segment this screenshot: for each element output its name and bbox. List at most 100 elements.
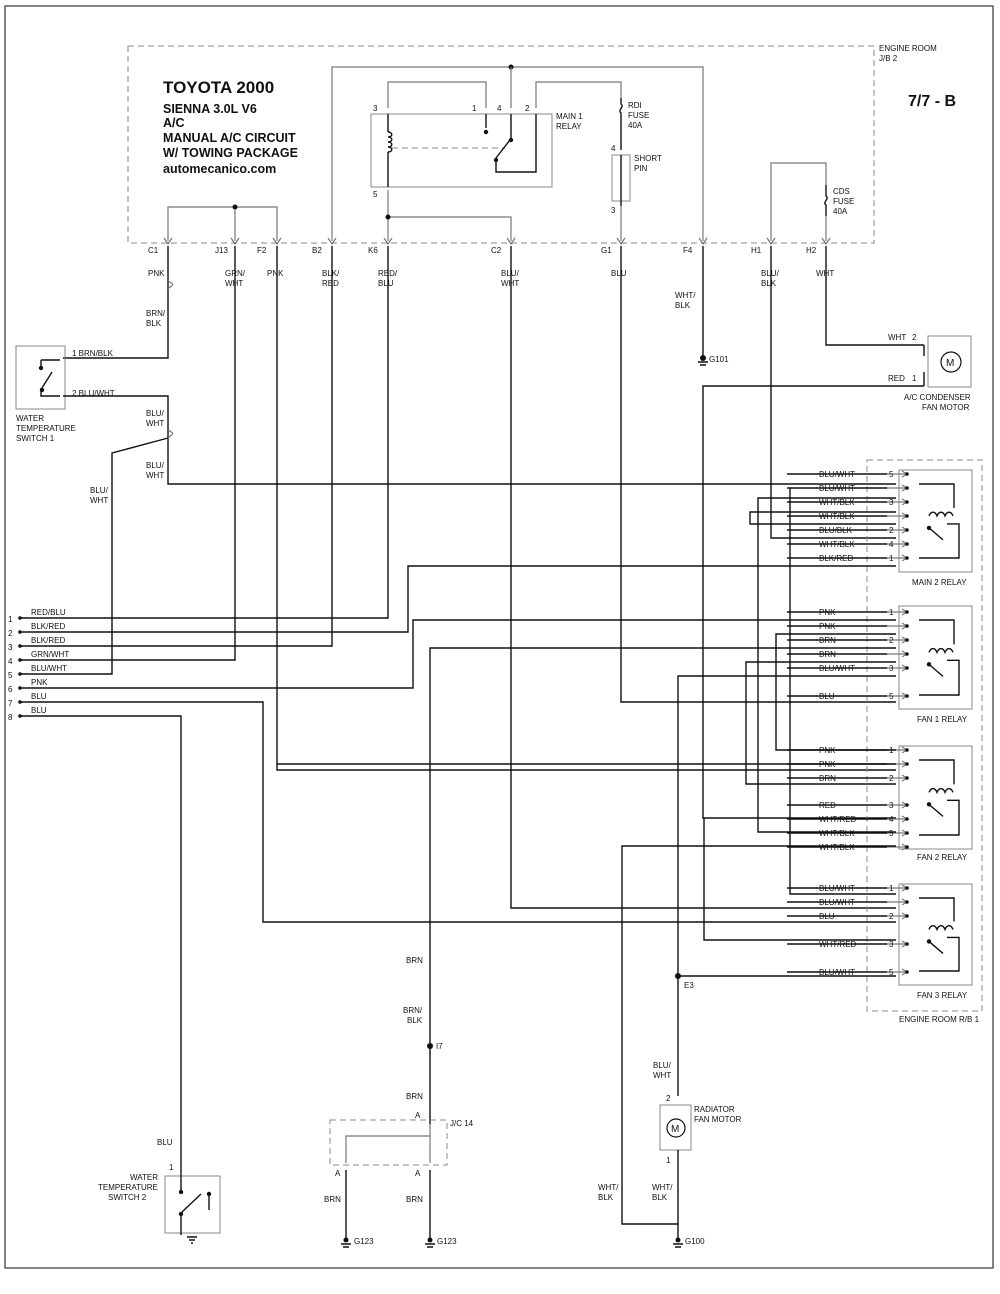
main2-relay-pin-dot-5 [905,542,909,546]
ac-condenser-fan-motor: M A/C CONDENSER FAN MOTOR WHT 2 RED 1 [888,333,972,412]
short-pin-label-2: PIN [634,164,648,173]
fan1-relay-pin-2: 2 [889,636,894,645]
jb2-wire-label-8-0: BLU/ [761,269,780,278]
condenser-motor-symbol: M [946,358,954,369]
fan2-relay-pin-3: 3 [889,801,894,810]
fan2-relay-pin-dot-6 [905,845,909,849]
main2-relay-contact-dot [926,525,932,531]
fan3-relay-contacts [919,936,960,972]
fan1-relay-pin-dot-4 [905,666,909,670]
page-number: 7/7 - B [908,93,956,110]
radiator-wire-top-2: WHT [653,1071,671,1080]
ground-g100: G100 [685,1237,705,1246]
left-conn-pin-1: 1 [8,615,13,624]
jb2-connector-1: J13 [215,246,228,255]
left-conn-pin-6: 6 [8,685,13,694]
switch2-pin: 1 [169,1163,174,1172]
fan2-relay-name: FAN 2 RELAY [917,853,968,862]
fan1-relay-pin-dot-2 [905,638,909,642]
wire-brn-g2: BRN [406,1195,423,1204]
cds-fuse-label-1: CDS [833,187,850,196]
fan2-relay-contact-dot [926,802,932,807]
switch2-label-2: TEMPERATURE [98,1183,158,1192]
jb2-wire-label-7-1: BLK [675,301,691,310]
rdi-fuse: RDI FUSE 40A [619,98,649,150]
switch1-label-2: TEMPERATURE [16,424,76,433]
left-conn-pin-2: 2 [8,629,13,638]
left-conn-dot-1 [18,616,22,620]
main2-relay-contacts [919,523,960,559]
jb2-wire-label-3-1: RED [322,279,339,288]
fan3-relay-pin-dot-1 [905,900,909,904]
jb2-connector-pin-9 [821,237,831,246]
fan2-relay-pin-2: 2 [889,774,894,783]
fan3-relay-coil [919,897,955,932]
splice-e3-dot [675,973,681,979]
fan2-relay-pin-dot-1 [905,762,909,766]
main2-relay-pin-4: 2 [889,526,894,535]
main1-pin-2: 2 [525,104,530,113]
ground-symbol-g123-b [425,1237,435,1248]
radiator-wire-top-1: BLU/ [653,1061,672,1070]
fan2-relay-pin-5: 5 [889,829,894,838]
fan2-relay-pin-dot-5 [905,831,909,835]
header-site: automecanico.com [163,162,276,176]
left-conn-wire-1: RED/BLU [31,608,66,617]
main2-relay-pin-dot-2 [905,500,909,504]
cds-fuse-label-2: FUSE [833,197,854,206]
fan1-relay-box [898,605,973,710]
switch1-to-main2-wire [63,395,896,485]
wire-brn-g1: BRN [324,1195,341,1204]
left-conn-wire-8: BLU [31,706,47,715]
connector-mark-1 [167,280,174,290]
wht-blk-right-1: WHT/ [652,1183,673,1192]
fan2-relay-pin-dot-4 [905,817,909,821]
jb2-connector-pin-0 [163,237,173,246]
engine-room-rb1: ENGINE ROOM R/B 1 [866,459,983,1024]
jb2-connector-pin-5 [506,237,516,246]
fan1-relay-pin-0: 1 [889,608,894,617]
jb2-connector-7: F4 [683,246,693,255]
ground-g101: G101 [709,355,729,364]
jb2-label-line1: ENGINE ROOM [879,44,937,53]
left-conn-dot-5 [18,672,22,676]
jb2-internal-wiring [167,64,827,241]
header-circuit: MANUAL A/C CIRCUIT [163,131,296,145]
jb2-wire-label-5-0: BLU/ [501,269,520,278]
condenser-pin2-wire: WHT [888,333,906,342]
switch1-wire-mid-1: BLU/ [146,409,165,418]
jc14-pin-a-right: A [415,1169,421,1178]
jb2-connector-row: C1PNKJ13GRN/WHTF2PNKB2BLK/REDK6RED/BLUC2… [148,237,834,310]
jb2-connector-pin-8 [766,237,776,246]
condenser-pin2: 2 [912,333,917,342]
switch1-wire-top-2: BLK [146,319,162,328]
radiator-motor-symbol: M [671,1124,679,1135]
splice-i7-jc14: I7 J/C 14 A A A BRN BRN/ BLK BRN BRN BRN [324,956,474,1240]
switch1-wire-left-2: WHT [90,496,108,505]
jb2-wire-label-9-0: WHT [816,269,834,278]
fan2-relay-box [898,745,973,850]
jc14-pin-a-left: A [335,1169,341,1178]
splice-i7: I7 [436,1042,443,1051]
main1-pin-4: 4 [497,104,502,113]
short-pin: SHORT PIN 4 3 [611,144,662,215]
switch2-wire: BLU [157,1138,173,1147]
jb2-wire-label-6-0: BLU [611,269,627,278]
main2-relay-name: MAIN 2 RELAY [912,578,967,587]
condenser-red-wire [702,385,924,819]
main2-relay-box [898,469,973,573]
wht-blk-left-1: WHT/ [598,1183,619,1192]
page-frame [4,5,994,1269]
ground-symbol-g100 [673,1237,683,1248]
fan3-relay-pin-dot-2 [905,914,909,918]
header-title: TOYOTA 2000 [163,78,274,97]
switch1-wire-mid-2: WHT [146,419,164,428]
radiator-motor-label-2: FAN MOTOR [694,1115,742,1124]
fan3-relay-pin-2: 2 [889,912,894,921]
left-conn-wire-2: BLK/RED [31,622,65,631]
fan2-relay-pin-dot-0 [905,748,909,752]
jb2-wire-label-5-1: WHT [501,279,519,288]
